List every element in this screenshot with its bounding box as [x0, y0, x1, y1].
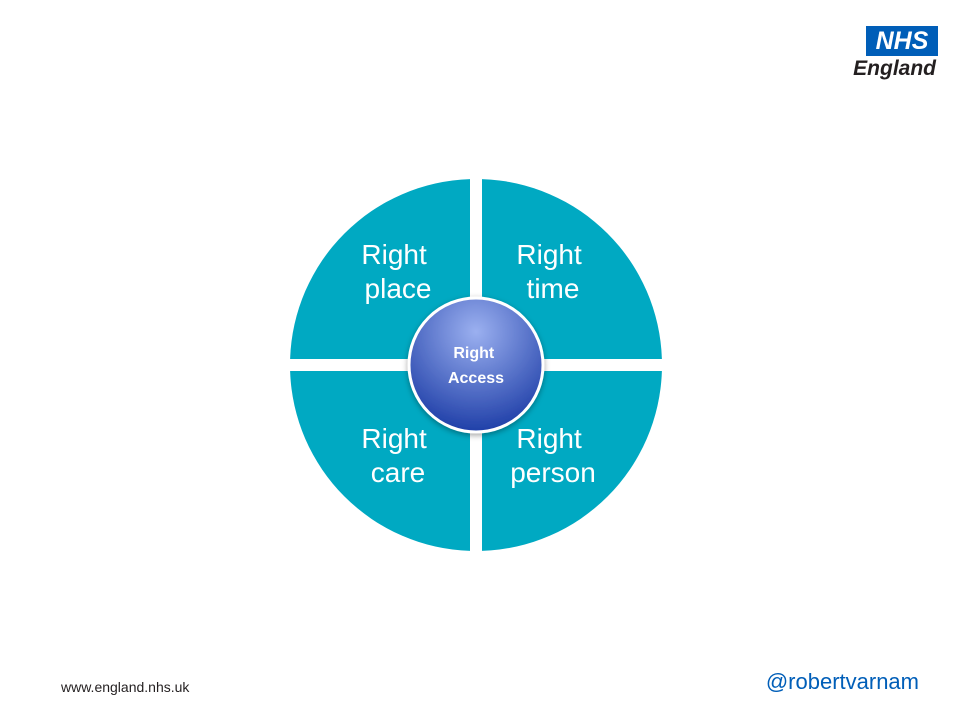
segment-label-right-time: Right time	[516, 239, 589, 304]
segment-label-right-care: Right care	[361, 423, 434, 488]
center-circle	[407, 296, 545, 434]
footer-website-url: www.england.nhs.uk	[61, 679, 190, 695]
segment-label-right-place: Right place	[361, 239, 434, 304]
segment-right-care	[290, 371, 470, 551]
segment-right-time	[482, 179, 662, 359]
footer-twitter-handle: @robertvarnam	[765, 669, 919, 694]
nhs-logo-box: NHS	[866, 26, 938, 56]
segment-right-place	[290, 179, 470, 359]
nhs-england-logo: NHS England	[842, 26, 938, 84]
nhs-logo-region: England	[853, 57, 936, 80]
segment-label-right-person: Right person	[510, 423, 596, 488]
segment-right-person	[482, 371, 662, 551]
center-label: Right Access	[448, 345, 504, 387]
